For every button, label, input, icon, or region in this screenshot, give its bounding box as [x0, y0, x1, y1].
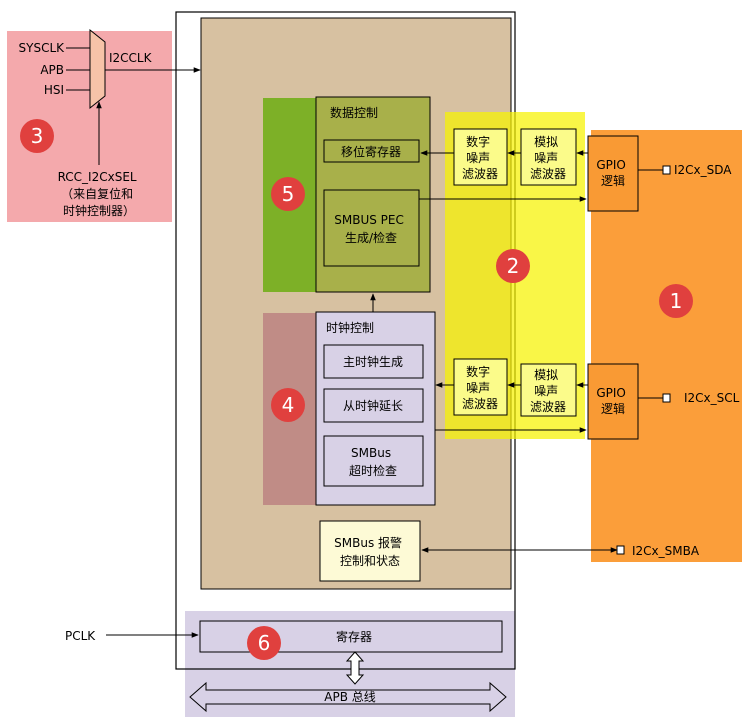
svg-text:5: 5: [282, 182, 295, 206]
svg-text:6: 6: [258, 631, 271, 655]
mux-select-label: RCC_I2CxSEL （来自复位和 时钟控制器）: [58, 170, 141, 218]
smbus-pec-label: SMBUS PEC 生成/检查: [334, 213, 407, 245]
svg-text:1: 1: [670, 289, 683, 313]
digital-filter-sda-label: 数字 噪声 滤波器: [462, 134, 498, 181]
mux-input-apb-label: APB: [40, 63, 64, 77]
smbus-pec-box: [323, 189, 420, 267]
analog-filter-sda-box: [520, 128, 577, 186]
master-clock-box: [323, 344, 424, 379]
sda-pin-label: I2Cx_SDA: [674, 163, 732, 177]
marker-2: 2: [496, 249, 530, 283]
i2cclk-label: I2CCLK: [109, 51, 153, 65]
svg-text:2: 2: [507, 254, 520, 278]
analog-filter-scl-label: 模拟 噪声 滤波器: [530, 368, 566, 414]
marker-5: 5: [271, 177, 305, 211]
marker-3: 3: [20, 119, 54, 153]
digital-filter-scl-box: [453, 358, 508, 416]
clock-control-title: 时钟控制: [326, 320, 374, 335]
analog-filter-scl-box: [520, 363, 577, 417]
scl-pin: [662, 393, 671, 403]
gpio-scl-box: [587, 363, 639, 440]
svg-text:3: 3: [31, 124, 44, 148]
shift-register-label: 移位寄存器: [341, 144, 401, 159]
apb-bus-arrow: [189, 681, 507, 713]
registers-label: 寄存器: [336, 629, 372, 644]
shift-register-box: [323, 139, 420, 163]
smbus-alert-label: SMBus 报警 控制和状态: [334, 535, 406, 568]
apb-bus-label: APB 总线: [324, 690, 376, 704]
register-bus-connector: [345, 651, 365, 685]
smbus-alert-box: [319, 520, 421, 582]
digital-filter-scl-label: 数字 噪声 滤波器: [462, 364, 498, 411]
marker-1: 1: [659, 284, 693, 318]
smba-pin: [616, 545, 625, 555]
gpio-sda-label: GPIO 逻辑: [596, 158, 629, 188]
mux-input-sysclk-label: SYSCLK: [19, 41, 66, 55]
digital-filter-sda-box: [453, 128, 508, 186]
gpio-sda-box: [587, 135, 639, 212]
master-clock-label: 主时钟生成: [343, 354, 403, 369]
data-control-title: 数据控制: [330, 105, 378, 120]
mux-input-hsi-label: HSI: [44, 83, 64, 97]
smbus-timeout-box: [323, 435, 424, 487]
pclk-label: PCLK: [65, 629, 96, 643]
smba-pin-label: I2Cx_SMBA: [632, 544, 700, 558]
slave-clock-label: 从时钟延长: [343, 398, 403, 413]
gpio-scl-label: GPIO 逻辑: [596, 386, 629, 416]
analog-filter-sda-label: 模拟 噪声 滤波器: [530, 135, 566, 181]
scl-pin-label: I2Cx_SCL: [684, 391, 740, 405]
marker-4: 4: [271, 388, 305, 422]
smbus-timeout-label: SMBus 超时检查: [349, 446, 397, 478]
svg-text:4: 4: [282, 393, 295, 417]
sda-pin: [662, 165, 671, 175]
slave-clock-box: [323, 388, 424, 423]
clock-mux: [89, 28, 106, 110]
marker-6: 6: [247, 626, 281, 660]
